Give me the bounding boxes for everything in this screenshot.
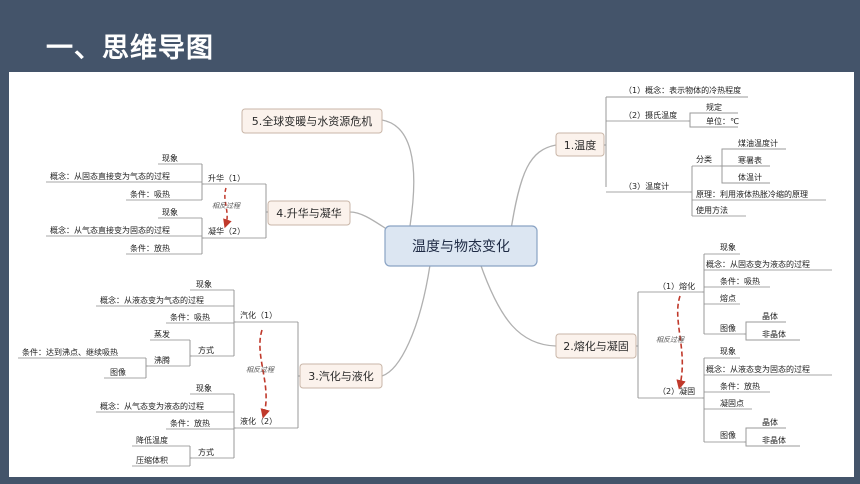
b2-melt-phenomenon: 现象 [720,242,736,252]
b1-classify: 分类 [696,154,712,164]
b1-type-weather: 寒暑表 [738,155,762,165]
branch-2-subtree: （1）熔化 现象 概念：从固态变为液态的过程 条件：吸热 熔点 图像 晶体 非晶… [636,242,832,447]
b2-freezing: （2）凝固 [658,386,695,396]
b2-melting: （1）熔化 [658,281,695,291]
b3-reverse-arrow [259,329,270,419]
b4-dep-concept: 概念：从气态直接变为固态的过程 [50,225,170,235]
b1-thermometer: （3）温度计 [624,181,669,191]
b4-dep-condition: 条件：放热 [130,243,170,253]
b3-boil-graph: 图像 [110,367,126,377]
b3-evaporation: 蒸发 [154,329,170,339]
b3-liquefaction: 液化（2） [240,416,277,426]
branch-4-label: 4.升华与凝华 [276,206,342,220]
branch-4-box [267,200,351,226]
b3-liq-phenomenon: 现象 [196,383,212,393]
b2-reverse-label: 相反过程 [656,336,685,344]
branch-2-label: 2.熔化与凝固 [563,339,629,353]
connector-b3 [381,264,431,377]
b2-freeze-crystal: 晶体 [762,417,778,427]
b2-melt-condition: 条件：吸热 [720,276,760,286]
b3-liq-condition: 条件：放热 [170,418,210,428]
b3-vap-condition: 条件：吸热 [170,312,210,322]
b1-usage: 使用方法 [696,205,728,215]
b1-type-clinical: 体温计 [738,172,762,182]
b2-freeze-concept: 概念：从液态变为固态的过程 [706,364,810,374]
b3-liq-concept: 概念：从气态变为液态的过程 [100,401,204,411]
branch-3-subtree: 汽化（1） 现象 概念：从液态变为气态的过程 条件：吸热 方式 蒸发 沸腾 条件… [18,279,300,467]
b1-unit: 单位：℃ [706,116,739,126]
b3-vap-phenomenon: 现象 [196,279,212,289]
b4-sub-phenomenon: 现象 [162,153,178,163]
b2-freeze-noncrystal: 非晶体 [762,435,786,445]
b1-celsius: （2）摄氏温度 [624,110,677,120]
b3-lower-temp: 降低温度 [136,435,168,445]
b2-reverse-arrow [676,295,686,390]
b4-sub-concept: 概念：从固态直接变为气态的过程 [50,171,170,181]
mind-map-panel: 温度与物态变化 1.温度 2.熔化与凝固 3.汽化与液化 4.升华与凝华 5.全… [9,72,854,477]
b3-reverse-label: 相反过程 [246,366,275,374]
branch-3-label: 3.汽化与液化 [308,369,374,383]
b2-freeze-point: 凝固点 [720,398,744,408]
slide-title: 一、思维导图 [46,33,214,64]
b4-sub-condition: 条件：吸热 [130,189,170,199]
b3-vap-mode: 方式 [198,345,214,355]
b2-freeze-condition: 条件：放热 [720,381,760,391]
b2-freeze-graph: 图像 [720,430,736,440]
connector-b1 [509,144,557,237]
b3-vap-concept: 概念：从液态变为气态的过程 [100,295,204,305]
b2-melt-noncrystal: 非晶体 [762,329,786,339]
branch-5-box [241,108,383,134]
center-topic: 温度与物态变化 [412,239,510,255]
branch-1-label: 1.温度 [564,138,597,152]
b3-boil-condition: 条件：达到沸点、继续吸热 [22,347,118,357]
b4-sublimation: 升华（1） [208,173,245,183]
b3-compress-volume: 压缩体积 [136,455,168,465]
b2-melt-concept: 概念：从固态变为液态的过程 [706,259,810,269]
mind-map: 温度与物态变化 1.温度 2.熔化与凝固 3.汽化与液化 4.升华与凝华 5.全… [18,85,832,467]
branch-5-label: 5.全球变暖与水资源危机 [252,114,373,128]
b2-freeze-phenomenon: 现象 [720,346,736,356]
connector-b5 [381,119,415,227]
b2-melt-graph: 图像 [720,323,736,333]
b2-melt-point: 熔点 [720,293,736,303]
b4-deposition: 凝华（2） [208,226,245,236]
branch-1-subtree: （1）概念：表示物体的冷热程度 （2）摄氏温度 规定 单位：℃ （3）温度计 分… [604,85,826,217]
center-node-box [384,225,538,267]
connector-b2 [479,262,557,347]
b4-dep-phenomenon: 现象 [162,207,178,217]
connector-b4 [349,211,389,231]
b3-vaporization: 汽化（1） [240,310,277,320]
b2-melt-crystal: 晶体 [762,311,778,321]
b3-liq-mode: 方式 [198,447,214,457]
b1-type-kerosene: 煤油温度计 [738,138,778,148]
b1-definition: 规定 [706,102,722,112]
b3-boiling: 沸腾 [154,355,170,365]
b4-reverse-label: 相反过程 [212,202,241,210]
b1-concept: （1）概念：表示物体的冷热程度 [624,85,741,95]
b1-principle: 原理：利用液体热胀冷缩的原理 [696,189,808,199]
b4-reverse-arrow [223,187,232,229]
branch-4-subtree: 升华（1） 现象 概念：从固态直接变为气态的过程 条件：吸热 凝华（2） 现象 … [46,153,268,255]
